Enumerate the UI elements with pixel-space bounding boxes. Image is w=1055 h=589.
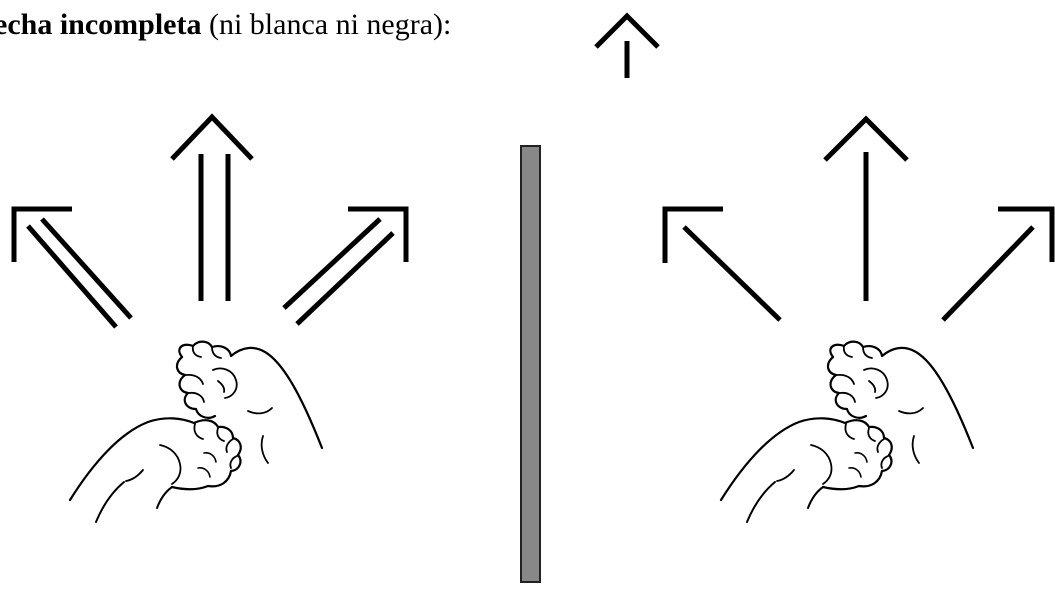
up-right-single-arrow-icon xyxy=(941,206,1055,322)
up-right-double-arrow-icon xyxy=(282,206,409,326)
hands-right-icon xyxy=(719,340,975,524)
divider-bar xyxy=(520,145,541,583)
caption-rest-text: (ni blanca ni negra): xyxy=(201,8,452,41)
caption: echa incompleta (ni blanca ni negra): xyxy=(0,8,451,42)
up-left-double-arrow-icon xyxy=(11,206,133,329)
incomplete-arrow-icon xyxy=(594,12,660,78)
caption-bold-text: echa incompleta xyxy=(0,8,202,41)
up-left-single-arrow-icon xyxy=(662,206,782,322)
up-single-arrow-icon xyxy=(823,115,909,301)
hands-left-icon xyxy=(68,340,324,524)
panel-single-line-arrows xyxy=(662,115,1055,322)
panel-double-line-arrows xyxy=(11,113,409,329)
up-double-arrow-icon xyxy=(170,113,254,301)
